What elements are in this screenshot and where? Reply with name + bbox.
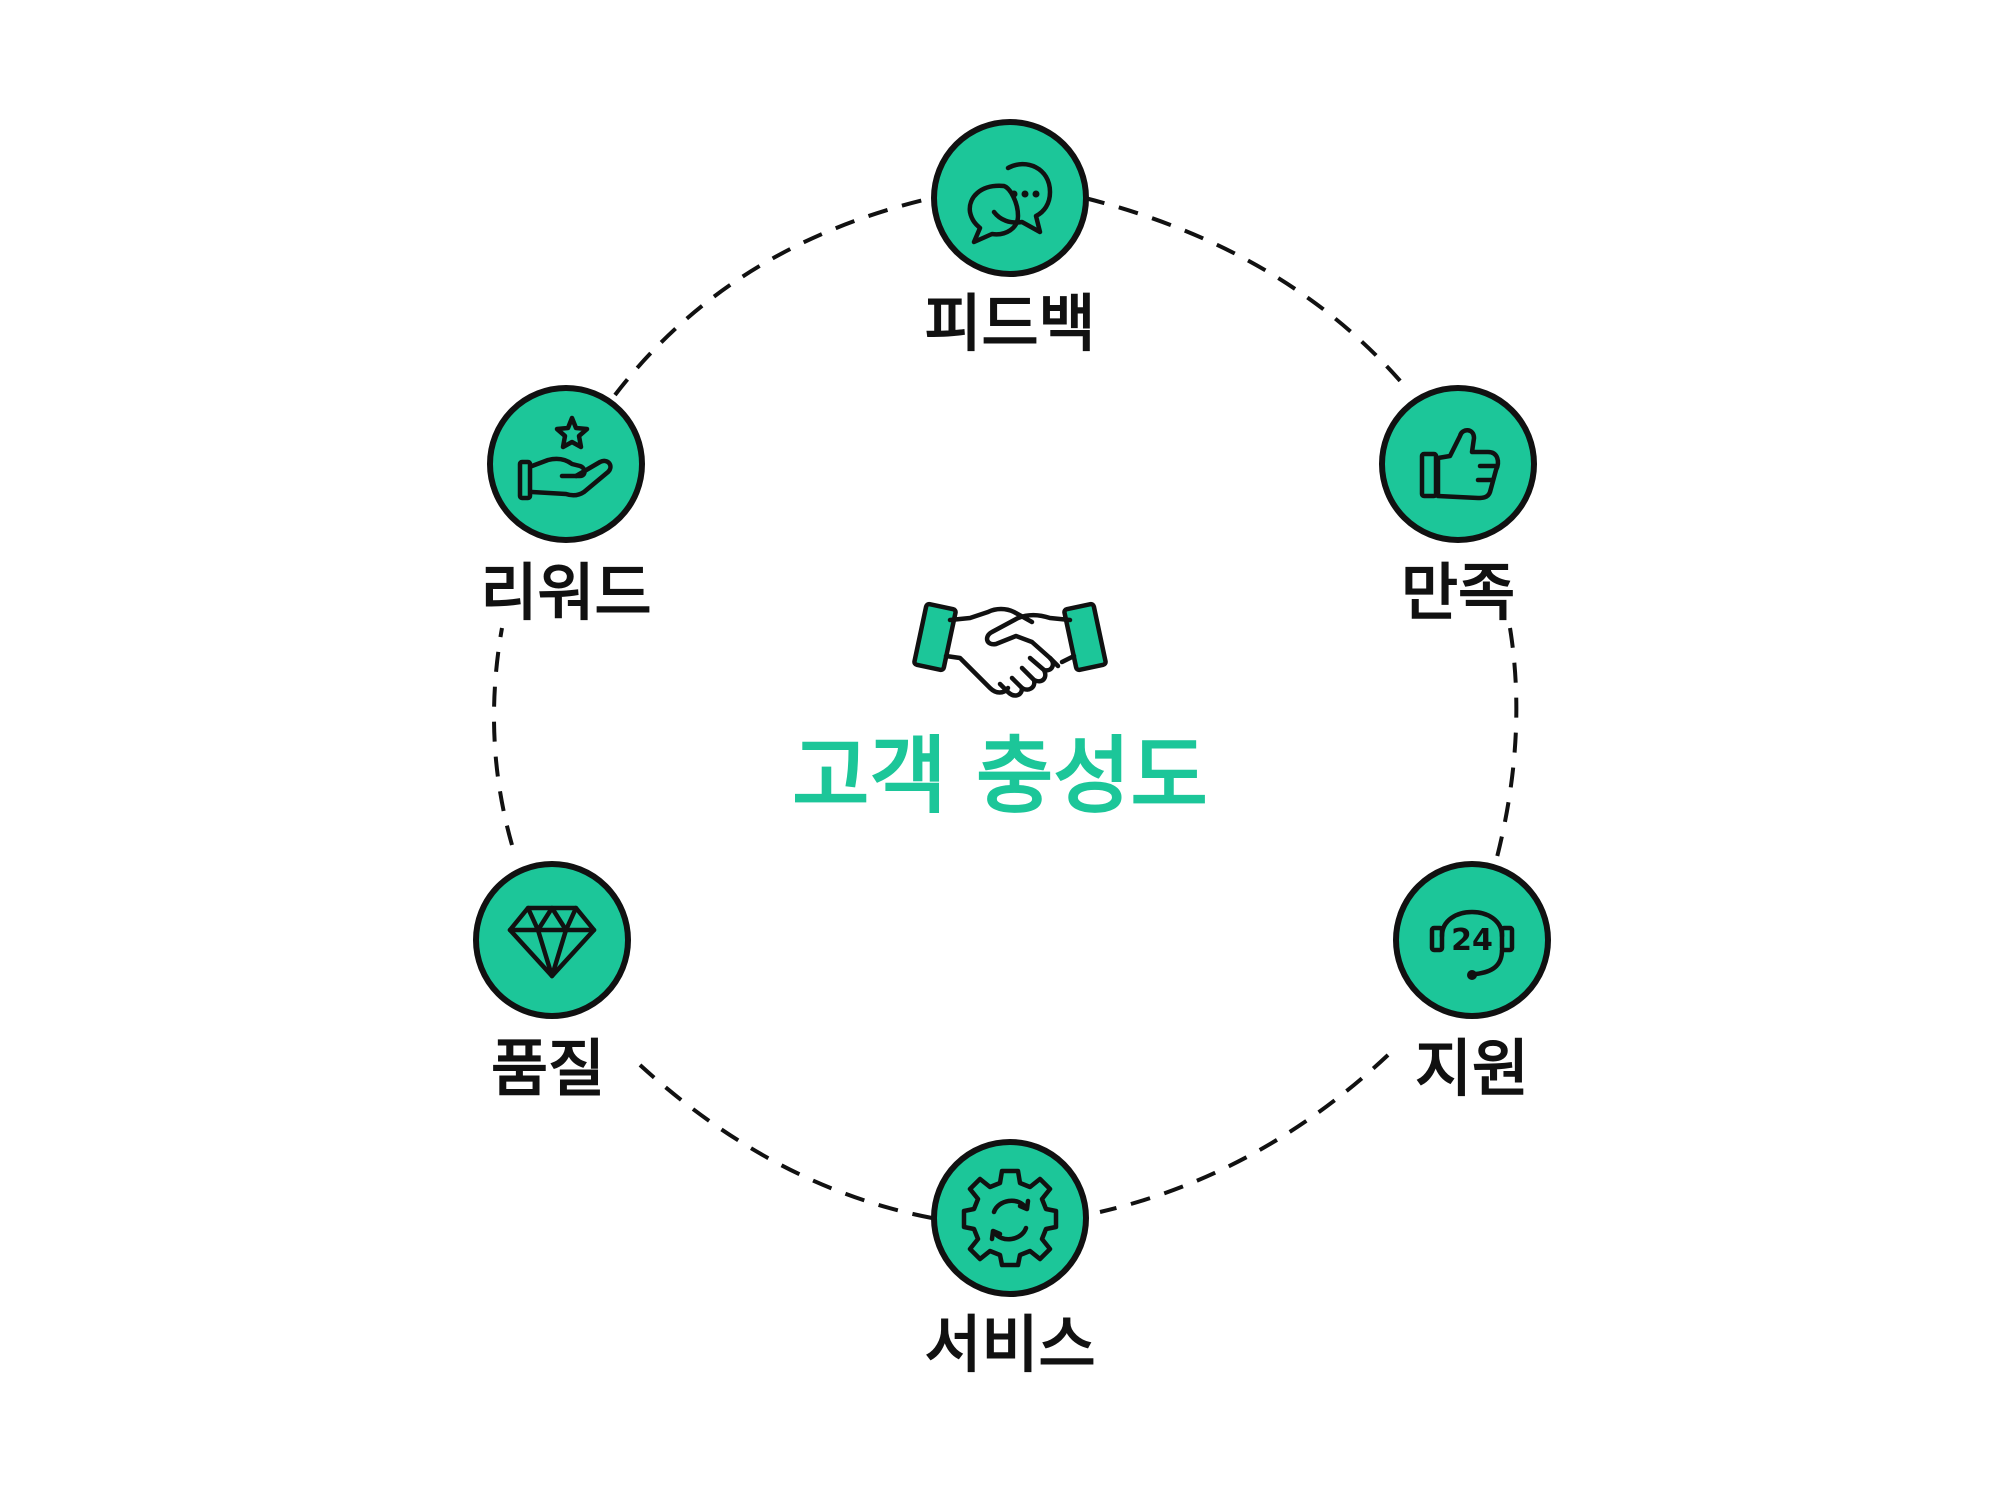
node-support: 24 지원 <box>1393 861 1551 1105</box>
headset-24-icon: 24 <box>1429 909 1515 980</box>
ring-arc-feedback-satisfaction <box>1084 196 1410 392</box>
node-label: 지원 <box>1415 1032 1529 1105</box>
node-circle <box>473 861 631 1019</box>
node-feedback: 피드백 <box>924 119 1096 360</box>
svg-text:24: 24 <box>1451 923 1493 958</box>
node-label: 만족 <box>1401 556 1515 629</box>
node-label: 리워드 <box>480 556 651 629</box>
handshake-icon <box>912 601 1108 698</box>
diamond-icon <box>507 905 597 979</box>
node-label: 피드백 <box>924 287 1095 360</box>
center-block: 고객 충성도 <box>792 601 1208 825</box>
thumbs-up-icon <box>1419 428 1501 501</box>
center-title: 고객 충성도 <box>792 727 1208 825</box>
chat-bubbles-icon <box>967 161 1053 245</box>
ring-arc-support-service <box>1099 1053 1390 1214</box>
node-service: 서비스 <box>924 1139 1096 1381</box>
ring-arc-reward-feedback <box>613 196 933 397</box>
cycle-ring <box>492 196 1519 1220</box>
hand-star-icon <box>517 415 613 501</box>
node-reward: 리워드 <box>480 385 652 629</box>
node-circle <box>931 1139 1089 1297</box>
node-label: 서비스 <box>924 1308 1095 1381</box>
node-quality: 품질 <box>473 861 631 1105</box>
ring-arc-service-quality <box>638 1063 933 1220</box>
node-label: 품질 <box>491 1032 605 1105</box>
gear-refresh-icon <box>961 1168 1059 1268</box>
node-circle <box>487 385 645 543</box>
ring-arc-quality-reward <box>492 627 514 846</box>
node-satisfaction: 만족 <box>1379 385 1537 629</box>
node-circle <box>931 119 1089 277</box>
node-circle <box>1379 385 1537 543</box>
ring-arc-satisfaction-support <box>1493 627 1519 866</box>
node-circle <box>1393 861 1551 1019</box>
